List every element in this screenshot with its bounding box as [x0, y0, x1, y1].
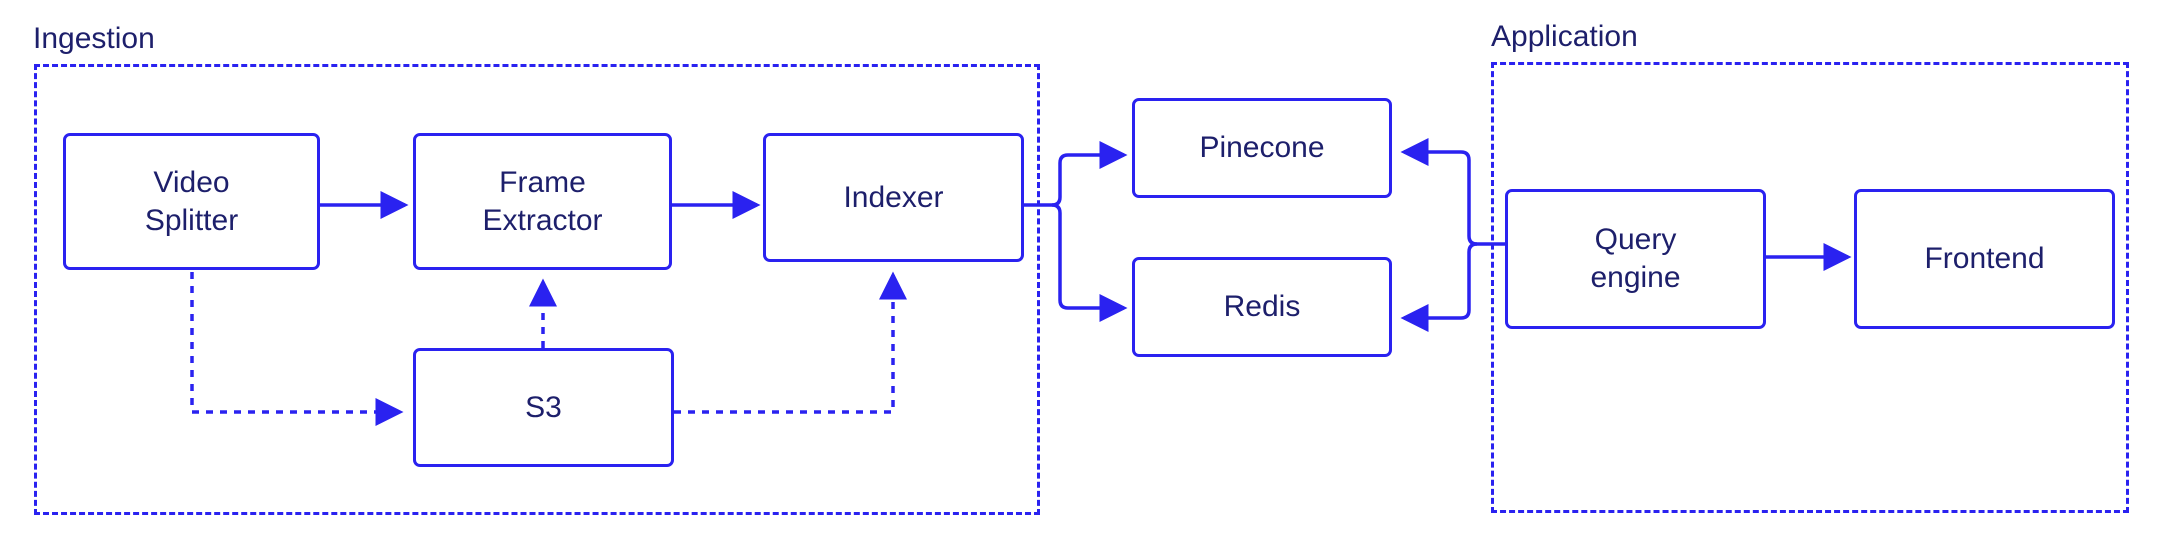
edge-indexer-to-pinecone	[1024, 141, 1128, 207]
indexer-node[interactable]: Indexer	[763, 133, 1024, 262]
redis-node[interactable]: Redis	[1132, 257, 1392, 357]
ingestion-group	[34, 64, 1040, 515]
edge-s3-to-indexer	[674, 271, 907, 414]
frontend-node[interactable]: Frontend	[1854, 189, 2115, 329]
edge-indexer-to-redis	[1051, 203, 1128, 322]
application-group-label: Application	[1491, 20, 1638, 53]
edge-query-engine-to-pinecone	[1400, 138, 1505, 246]
query-engine-node[interactable]: Query engine	[1505, 189, 1766, 329]
video-splitter-node[interactable]: Video Splitter	[63, 133, 320, 270]
pinecone-node[interactable]: Pinecone	[1132, 98, 1392, 198]
frame-extractor-node[interactable]: Frame Extractor	[413, 133, 672, 270]
s3-node[interactable]: S3	[413, 348, 674, 467]
edge-video-splitter-to-s3	[190, 272, 404, 426]
edge-query-engine-to-redis	[1400, 242, 1478, 332]
ingestion-group-label: Ingestion	[33, 22, 155, 55]
application-group	[1491, 62, 2129, 513]
